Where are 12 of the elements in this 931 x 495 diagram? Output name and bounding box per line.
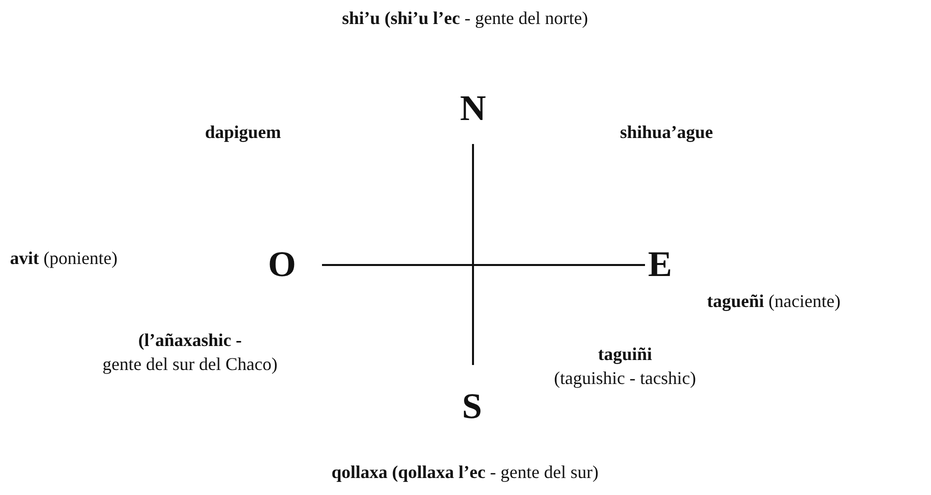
direction-label: avit (poniente): [10, 247, 118, 270]
region-label: dapiguem: [205, 121, 282, 144]
region-label: shi’u (shi’u l’ec - gente del norte): [342, 7, 588, 30]
compass-letter: S: [462, 388, 482, 424]
region-label: qollaxa (qollaxa l’ec - gente del sur): [332, 461, 598, 484]
compass-letter: N: [460, 90, 486, 126]
direction-label: tagueñi (naciente): [707, 290, 840, 313]
compass-letter: O: [268, 246, 296, 282]
region-label: shihua’ague: [620, 121, 714, 144]
compass-letter: E: [648, 246, 672, 282]
region-label: (l’añaxashic - gente del sur del Chaco): [102, 329, 278, 376]
region-label: taguiñi (taguishic - tacshic): [553, 343, 697, 390]
